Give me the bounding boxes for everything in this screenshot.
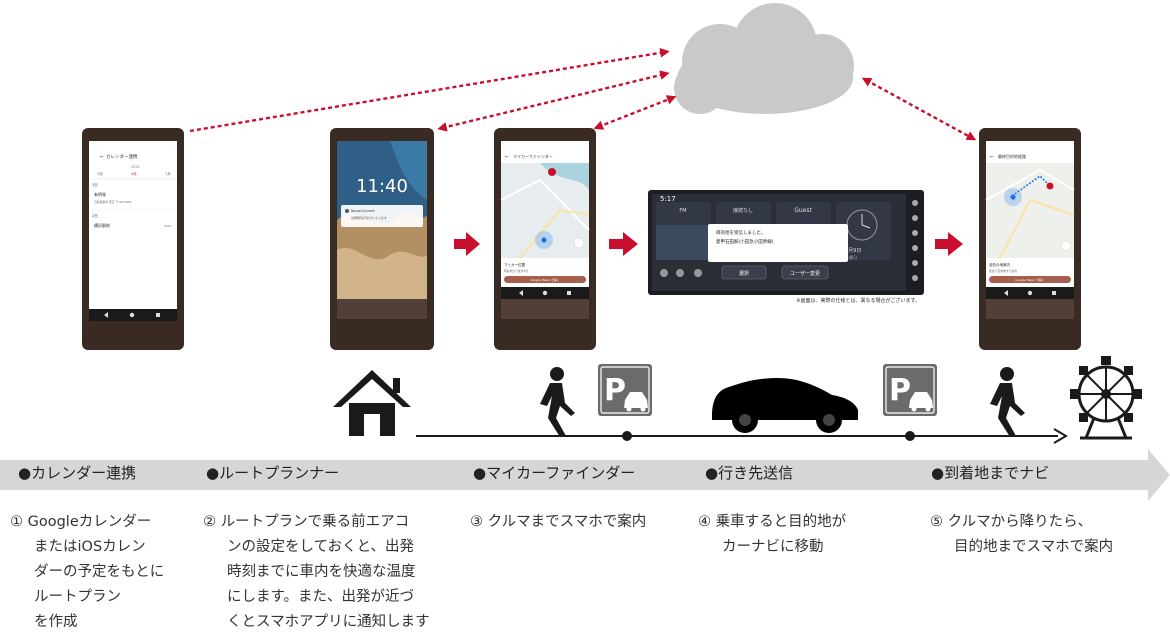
phone1-event-title[interactable]: 有明発 <box>94 191 106 197</box>
cloud-icon <box>674 3 854 114</box>
description-2: ② ルートプランで乗る前エアコ ンの設定をしておくと、出発 時刻までに車内を快適… <box>203 510 430 635</box>
phone1-tab-3[interactable]: 7月 <box>165 171 171 176</box>
description-line: またはiOSカレン <box>34 539 146 555</box>
car-tile-1[interactable]: FM <box>679 208 686 214</box>
ferris-wheel-icon <box>1070 356 1142 440</box>
step-arrows <box>454 232 963 256</box>
phone1-tab-1[interactable]: 1月 <box>97 171 103 176</box>
description-1: ① Googleカレンダー またはiOSカレン ダーの予定をもとに ルートプラン… <box>10 510 164 635</box>
phone5-title: 最終目的地経路 <box>998 153 1026 159</box>
car-btn-2[interactable]: ユーザー変更 <box>790 270 820 277</box>
car-nav-screen: 5:17 FM 接続なし Guest 2月9日 火曜日 目的地を受信しました。 … <box>648 190 924 304</box>
arrow-right-icon <box>454 232 480 256</box>
description-line: 時刻までに車内を快適な温度 <box>227 564 416 580</box>
description-3: ③ クルマまでスマホで案内 <box>470 510 646 535</box>
phone5-sub: 徒歩で目的地まで案内 <box>989 269 1017 273</box>
lockscreen-notif-app[interactable]: NissanConnect <box>351 209 375 213</box>
sync-arrow-phone2 <box>437 70 670 132</box>
phone3-title: マイカーファインダー <box>513 153 553 159</box>
lockscreen-notif-text[interactable]: 出発時刻が近づいています <box>351 215 387 220</box>
phone5-open-button[interactable] <box>989 276 1071 283</box>
phone1-tab-2[interactable]: 4月 <box>131 171 137 176</box>
feature-mycar-finder: ●マイカーファインダー <box>473 464 636 482</box>
description-line: 目的地までスマホで案内 <box>954 539 1114 555</box>
svg-text:←: ← <box>505 155 509 160</box>
description-line: ② ルートプランで乗る前エアコ <box>203 514 410 530</box>
car-msg-2: 愛甲石田駅(小田急小田原線) <box>716 238 774 245</box>
timeline <box>416 428 1068 444</box>
phone-calendar: ← カレンダー連携 2021 1月 4月 7月 1日 有明発 日産自動車 東京 … <box>82 128 184 350</box>
car-silhouette-icon <box>712 378 858 433</box>
car-tile-3[interactable]: Guest <box>794 207 812 214</box>
sync-arrow-phone3 <box>593 95 677 130</box>
phone1-event2[interactable]: 横浜駅前 <box>94 222 110 228</box>
phone3-label: マイカー位置 <box>504 262 525 267</box>
house-icon <box>333 370 411 436</box>
phone1-year: 2021 <box>131 165 140 169</box>
phone5-button-label[interactable]: Google Maps で開く <box>1015 277 1044 282</box>
car-day: 火曜日 <box>845 255 857 260</box>
parking-letter-2: P <box>889 373 911 408</box>
phone1-day2: 2日 <box>92 214 98 218</box>
walking-person-icon <box>990 367 1025 437</box>
description-5: ⑤ クルマから降りたら、 目的地までスマホで案内 <box>930 510 1113 560</box>
svg-text:←: ← <box>990 155 994 160</box>
parking-letter-1: P <box>604 373 626 408</box>
description-line: を作成 <box>34 614 78 630</box>
car-time: 5:17 <box>660 195 676 203</box>
phone5-label: 目的の地案内 <box>989 262 1010 267</box>
feature-band <box>0 449 1170 501</box>
phone-destination: ← 最終目的地経路 目的の地案内 徒歩で目的地まで案内 Google Maps … <box>979 128 1081 350</box>
feature-navi-to-destination: ●到着地までナビ <box>931 464 1050 482</box>
description-line: にします。また、出発が近づ <box>227 589 415 605</box>
parking-car-icon: P <box>883 364 937 416</box>
sync-arrow-phone5 <box>861 77 977 141</box>
phone1-event2-time: 9:00 <box>164 224 171 228</box>
feature-calendar: ●カレンダー連携 <box>18 464 137 482</box>
car-msg-1: 目的地を受信しました。 <box>716 229 766 236</box>
arrow-right-icon <box>935 232 963 256</box>
timeline-arrow-icon <box>1053 428 1068 444</box>
car-date: 2月9日 <box>845 248 861 254</box>
timeline-dot <box>905 431 915 441</box>
description-line: ④ 乗車すると目的地が <box>698 514 847 530</box>
description-line: ① Googleカレンダー <box>10 514 152 530</box>
description-line: ⑤ クルマから降りたら、 <box>930 514 1093 530</box>
parking-car-icon: P <box>598 364 652 416</box>
car-tile-2[interactable]: 接続なし <box>733 207 753 214</box>
phone3-open-button[interactable] <box>504 276 586 283</box>
description-line: カーナビに移動 <box>722 539 824 555</box>
phone3-sub: 現在地から徒歩5分 <box>504 269 528 273</box>
sync-arrow-phone1 <box>189 48 670 133</box>
description-line: ンの設定をしておくと、出発 <box>227 539 415 555</box>
car-select-button[interactable] <box>721 265 767 280</box>
phone-lockscreen: 11:40 NissanConnect 出発時刻が近づいています <box>330 128 434 350</box>
feature-destination-send: ●行き先送信 <box>705 464 794 482</box>
phone1-nav-bar <box>104 312 160 318</box>
description-line: ③ クルマまでスマホで案内 <box>470 514 647 530</box>
walking-person-icon <box>540 367 575 437</box>
phone1-title: カレンダー連携 <box>106 153 138 160</box>
description-line: くとスマホアプリに通知します <box>227 614 430 630</box>
phone1-day: 1日 <box>92 183 98 187</box>
car-btn-1[interactable]: 選択 <box>739 270 749 277</box>
timeline-dot <box>622 431 632 441</box>
description-line: ルートプラン <box>34 589 121 605</box>
phone3-button-label[interactable]: Google Maps で開く <box>530 277 559 282</box>
feature-route-planner: ●ルートプランナー <box>206 464 340 482</box>
description-line: ダーの予定をもとに <box>34 564 165 580</box>
car-note: ※画面は、実際の仕様とは、異なる場合がございます。 <box>796 297 920 304</box>
sync-arrows <box>189 48 977 141</box>
description-4: ④ 乗車すると目的地が カーナビに移動 <box>698 510 846 560</box>
arrow-right-icon <box>609 232 638 256</box>
svg-text:←: ← <box>100 155 104 160</box>
lockscreen-clock: 11:40 <box>356 176 408 197</box>
car-user-button[interactable] <box>781 265 829 280</box>
phone-mycar-finder: ← マイカーファインダー マイカー位置 現在地から徒歩5分 Google Map… <box>494 128 596 350</box>
phone1-event-detail: 日産自動車 東京 〒104-0061 <box>94 200 132 204</box>
